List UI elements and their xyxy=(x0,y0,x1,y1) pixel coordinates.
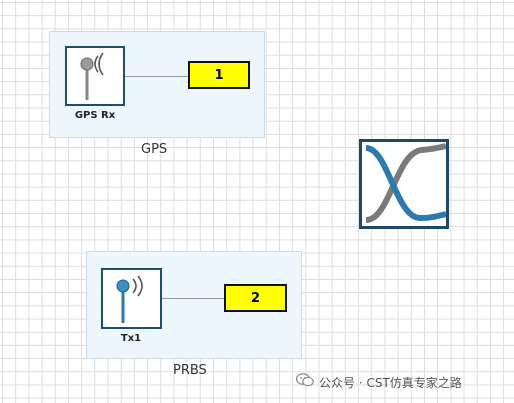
wechat-icon xyxy=(295,373,314,387)
crossing-curves-icon xyxy=(365,143,446,223)
prbs-wire xyxy=(162,298,224,299)
gps-wire xyxy=(125,76,188,77)
prbs-group-title: PRBS xyxy=(173,363,207,378)
prbs-port[interactable]: 2 xyxy=(224,284,287,312)
antenna-receiver-icon xyxy=(80,52,104,100)
watermark-text: 公众号 · CST仿真专家之路 xyxy=(319,376,462,390)
gps-port[interactable]: 1 xyxy=(188,61,250,89)
antenna-transmitter-icon xyxy=(116,275,143,323)
gps-group-title: GPS xyxy=(141,142,168,157)
tx1-label: Tx1 xyxy=(120,333,142,344)
crossing-curves-block[interactable] xyxy=(359,139,449,229)
gps-rx-label: GPS Rx xyxy=(74,110,116,121)
gps-rx-block[interactable] xyxy=(65,46,125,106)
tx1-block[interactable] xyxy=(101,268,162,329)
